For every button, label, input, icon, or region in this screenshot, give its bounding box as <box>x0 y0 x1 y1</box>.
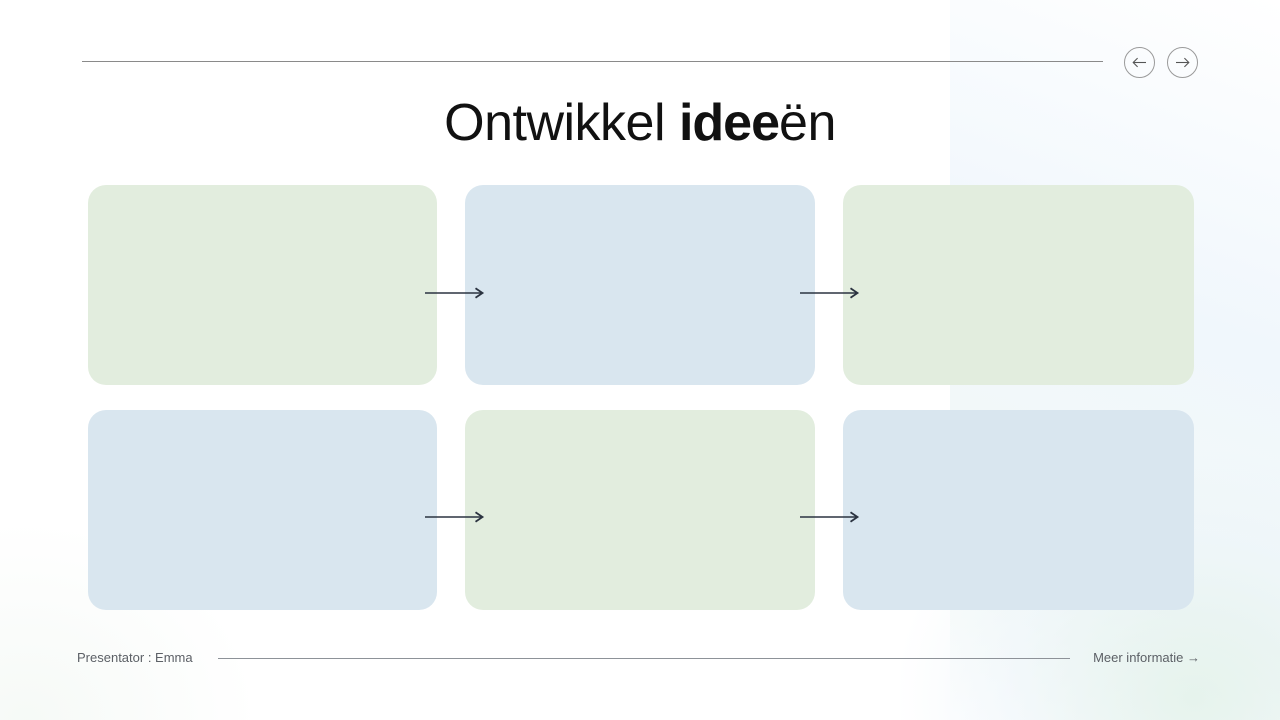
idea-card-6[interactable]: Ideeën <box>843 410 1194 610</box>
page-title-strong: idee <box>678 94 780 152</box>
idea-card-1[interactable]: Ideeën Schrijf waarom dit idee moet word… <box>88 185 437 385</box>
prev-slide-button[interactable] <box>1124 47 1155 78</box>
page-title-tail: ën <box>779 94 836 152</box>
connector-arrow-5-6 <box>800 511 862 523</box>
idea-card-5[interactable]: Ideeën <box>465 410 815 610</box>
connector-arrow-2-3 <box>800 287 862 299</box>
header-divider <box>82 61 1103 62</box>
page-title-regular: Ontwikkel <box>444 94 679 152</box>
next-slide-button[interactable] <box>1167 47 1198 78</box>
presenter-label: Presentator : Emma <box>77 650 193 665</box>
idea-card-2[interactable]: Ideeën Schrijf waarom dit idee moet word… <box>465 185 815 385</box>
connector-arrow-4-5 <box>425 511 487 523</box>
connector-arrow-1-2 <box>425 287 487 299</box>
page-title: Ontwikkel ideeën <box>0 94 1280 152</box>
idea-card-3[interactable]: Ideeën <box>843 185 1194 385</box>
arrow-left-icon <box>1131 56 1148 69</box>
idea-card-4[interactable]: Ideeën <box>88 410 437 610</box>
slide-navigation <box>1124 47 1198 78</box>
more-info-link[interactable]: Meer informatie → <box>1093 650 1200 665</box>
arrow-right-icon <box>1174 56 1191 69</box>
footer-divider <box>218 658 1070 659</box>
